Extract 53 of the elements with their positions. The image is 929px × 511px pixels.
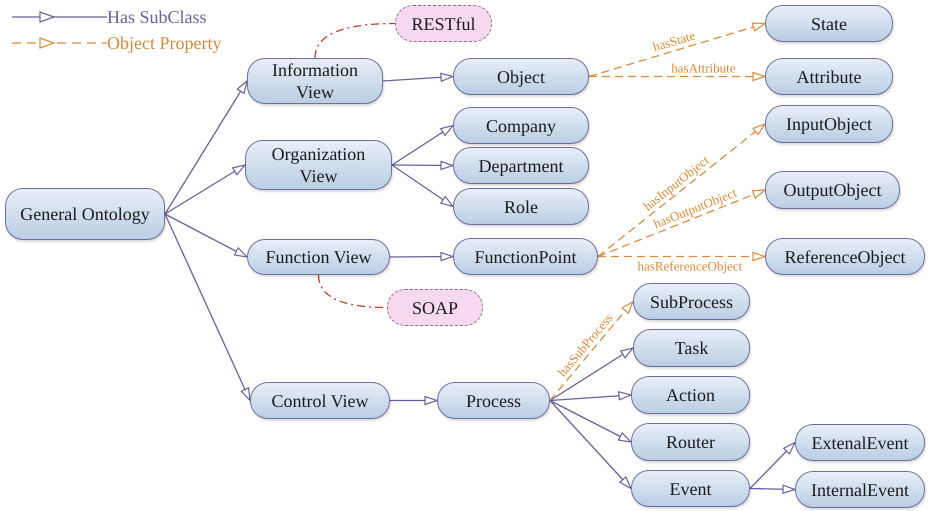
class-box: SubProcess <box>633 283 750 320</box>
class-box: Information View <box>247 58 383 104</box>
arrow <box>382 72 454 82</box>
arrow <box>750 442 796 489</box>
arrow <box>550 391 632 402</box>
service-box: SOAP <box>387 289 483 326</box>
arrow <box>550 300 634 401</box>
class-box: Control View <box>250 382 390 419</box>
class-box: Role <box>453 188 589 225</box>
arrow <box>390 396 438 406</box>
arrow <box>598 123 766 257</box>
class-box: ReferenceObject <box>765 238 925 275</box>
arrow <box>392 164 454 208</box>
class-box: Attribute <box>765 58 893 95</box>
class-box: Object <box>453 58 589 95</box>
arrow <box>589 72 766 82</box>
legend-text: Has SubClass <box>107 8 207 26</box>
class-box: State <box>765 5 893 42</box>
arrow <box>392 160 454 170</box>
class-box: Event <box>631 470 750 507</box>
arrow <box>164 80 248 214</box>
class-box: OutputObject <box>765 171 900 209</box>
class-box: FunctionPoint <box>453 238 598 275</box>
class-box: InputObject <box>765 105 893 143</box>
arrow <box>588 22 766 78</box>
service-box: RESTful <box>395 5 492 42</box>
class-box: Router <box>631 423 750 461</box>
arrow <box>392 124 454 166</box>
class-box: Organization View <box>245 140 392 190</box>
edge-label: hasReferenceObject <box>638 259 742 272</box>
edge-label: hasAttribute <box>671 61 736 74</box>
arrow <box>164 214 251 402</box>
arrow <box>550 400 632 490</box>
class-box: Action <box>631 376 750 414</box>
arrow <box>164 164 246 215</box>
legend-text: Object Property <box>107 34 222 52</box>
arrow <box>598 252 766 262</box>
arrow <box>598 189 766 258</box>
arrow <box>750 484 796 494</box>
arrow <box>550 347 634 402</box>
arrow <box>164 213 248 258</box>
class-box: Company <box>453 107 589 144</box>
class-box: Process <box>437 382 550 419</box>
class-box: InternalEvent <box>795 471 925 508</box>
class-box: Function View <box>247 239 390 275</box>
edge-label: hasState <box>652 28 697 54</box>
class-box: ExtenalEvent <box>795 424 925 461</box>
class-box: Task <box>633 329 750 367</box>
arrow <box>550 400 632 443</box>
class-box: Department <box>453 147 589 184</box>
class-box: General Ontology <box>5 188 165 240</box>
arrow <box>390 252 454 262</box>
connector-line <box>314 22 396 58</box>
